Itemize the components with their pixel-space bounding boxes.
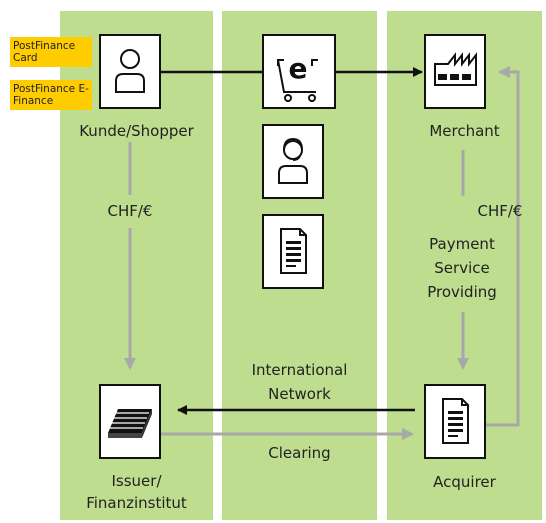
- merchant-label: Merchant: [429, 122, 500, 140]
- factory-icon: [434, 52, 477, 86]
- card-stack-icon: [108, 409, 152, 438]
- clearing-label: Clearing: [268, 444, 331, 462]
- network-label-line2: Network: [268, 385, 331, 403]
- psp-label-line2: Service: [434, 259, 490, 277]
- acquirer-box: [424, 384, 486, 459]
- issuer-label-line1: Issuer/: [111, 472, 162, 490]
- customer-label: Kunde/Shopper: [79, 122, 194, 140]
- postfinance-card-badge: PostFinance Card: [10, 37, 92, 67]
- left-currency-label: CHF/€: [107, 202, 153, 220]
- psp-label-line1: Payment: [429, 235, 495, 253]
- headset-person-icon: [278, 137, 308, 184]
- issuer-label-line2: Finanzinstitut: [86, 494, 187, 512]
- svg-text:e: e: [289, 52, 308, 85]
- support-box: [262, 124, 324, 199]
- arrow-acquirer-to-merchant: [486, 66, 520, 427]
- e-cart-icon: e: [277, 52, 318, 102]
- postfinance-efinance-badge: PostFinance E-Finance: [10, 80, 92, 110]
- person-icon: [115, 49, 145, 93]
- issuer-box: [99, 384, 161, 459]
- psp-label-line3: Providing: [427, 283, 497, 301]
- right-currency-label: CHF/€: [477, 202, 523, 220]
- eshop-box: e: [262, 34, 336, 109]
- acquirer-label: Acquirer: [433, 473, 496, 491]
- document-icon: [442, 398, 469, 444]
- merchant-box: [424, 34, 486, 109]
- customer-box: [99, 34, 161, 109]
- document-icon: [280, 228, 307, 274]
- network-label-line1: International: [251, 361, 348, 379]
- document-box: [262, 214, 324, 289]
